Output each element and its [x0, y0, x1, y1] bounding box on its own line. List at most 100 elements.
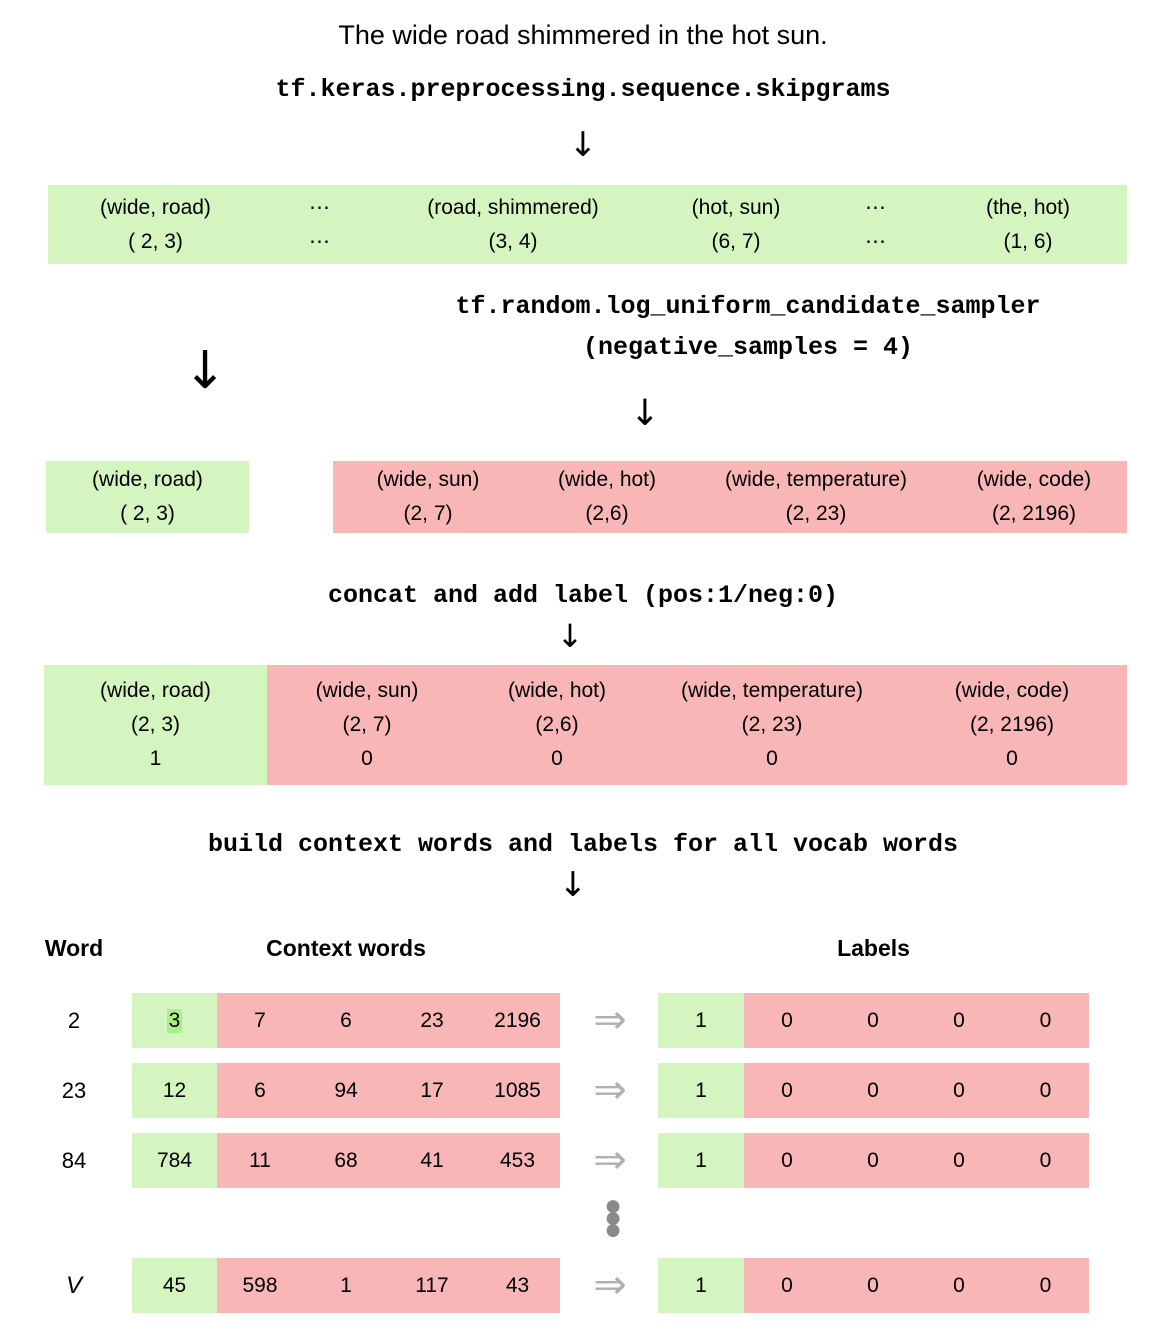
table-row-word-1: 23 — [61, 1078, 87, 1103]
table-row-labels-0: 1 0 0 0 0 — [658, 993, 1089, 1048]
pair-words: (wide, road) — [100, 195, 211, 219]
label-cell-negative: 0 — [1002, 1258, 1089, 1313]
context-cell-negative: 23 — [389, 993, 475, 1048]
pair-ids: (3, 4) — [488, 229, 538, 253]
concat-neg-ids: (2,6) — [535, 713, 579, 736]
concat-negatives-strip: (wide, sun) (2, 7) 0 (wide, hot) (2,6) 0… — [267, 665, 1127, 785]
skipgram-pair-1-ellipsis: ⋯ ⋯ — [263, 185, 378, 264]
label-cell-negative: 0 — [744, 993, 830, 1048]
label-cell-negative: 0 — [744, 1133, 830, 1188]
concat-negative-0: (wide, sun) (2, 7) 0 — [267, 665, 467, 785]
context-cell-negative: 117 — [389, 1258, 475, 1313]
context-cell-positive: 12 — [132, 1063, 217, 1118]
build-context-label: build context words and labels for all v… — [207, 830, 959, 859]
context-cell-negative: 7 — [217, 993, 303, 1048]
skipgrams-function-label: tf.keras.preprocessing.sequence.skipgram… — [275, 75, 891, 104]
positive-sample-box: (wide, road) ( 2, 3) — [46, 461, 249, 533]
concat-pos-label: 1 — [149, 747, 162, 770]
pair-words: (road, shimmered) — [427, 195, 599, 219]
vertical-ellipsis-icon: ●●● — [603, 1189, 623, 1246]
concat-neg-ids: (2, 7) — [342, 713, 392, 736]
context-cell-negative: 11 — [217, 1133, 303, 1188]
table-header-word: Word — [44, 935, 104, 961]
neg-words: (wide, sun) — [376, 468, 480, 491]
label-cell-negative: 0 — [830, 1063, 916, 1118]
label-cell-negative: 0 — [1002, 1133, 1089, 1188]
context-cell-negative: 6 — [217, 1063, 303, 1118]
ellipsis-words: ⋯ — [309, 195, 332, 219]
skipgram-pair-5: (the, hot) (1, 6) — [929, 185, 1127, 264]
label-cell-negative: 0 — [744, 1258, 830, 1313]
neg-ids: (2, 7) — [403, 502, 453, 525]
arrow-down-icon-4: ↓ — [556, 617, 584, 655]
concat-label: concat and add label (pos:1/neg:0) — [327, 581, 839, 610]
negative-samples-strip: (wide, sun) (2, 7) (wide, hot) (2,6) (wi… — [333, 461, 1127, 533]
label-cell-positive: 1 — [658, 1133, 744, 1188]
context-cell-negative: 17 — [389, 1063, 475, 1118]
label-cell-negative: 0 — [830, 1133, 916, 1188]
pair-ids: (6, 7) — [711, 229, 761, 253]
context-cell-positive: 784 — [132, 1133, 217, 1188]
table-row-context-0: 3 7 6 23 2196 — [132, 993, 560, 1048]
context-cell-negative: 68 — [303, 1133, 389, 1188]
pair-words: (hot, sun) — [691, 195, 781, 219]
table-row-labels-2: 1 0 0 0 0 — [658, 1133, 1089, 1188]
label-cell-negative: 0 — [916, 993, 1002, 1048]
neg-ids: (2, 23) — [785, 502, 847, 525]
label-cell-negative: 0 — [830, 993, 916, 1048]
concat-neg-ids: (2, 2196) — [969, 713, 1055, 736]
context-cell-negative: 94 — [303, 1063, 389, 1118]
skipgram-pairs-strip: (wide, road) ( 2, 3) ⋯ ⋯ (road, shimmere… — [48, 185, 1127, 264]
negative-sample-2: (wide, temperature) (2, 23) — [691, 461, 941, 533]
concat-negative-1: (wide, hot) (2,6) 0 — [467, 665, 647, 785]
pair-words: (the, hot) — [985, 195, 1071, 219]
double-arrow-icon-1: ⇒ — [593, 1067, 627, 1113]
label-cell-negative: 0 — [916, 1258, 1002, 1313]
concat-positive-cell: (wide, road) (2, 3) 1 — [44, 665, 267, 785]
concat-neg-ids: (2, 23) — [741, 713, 803, 736]
table-row-word-0: 2 — [67, 1008, 81, 1033]
label-cell-negative: 0 — [916, 1063, 1002, 1118]
label-cell-positive: 1 — [658, 1063, 744, 1118]
ellipsis-words: ⋯ — [865, 195, 888, 219]
neg-ids: (2,6) — [585, 502, 629, 525]
ellipsis-ids: ⋯ — [309, 229, 332, 253]
positive-sample-words: (wide, road) — [92, 468, 203, 491]
label-cell-negative: 0 — [1002, 1063, 1089, 1118]
concat-neg-label: 0 — [766, 747, 778, 770]
table-row-word-3: V — [65, 1272, 82, 1299]
ellipsis-ids: ⋯ — [865, 229, 888, 253]
table-row-context-3: 45 598 1 117 43 — [132, 1258, 560, 1313]
table-header-context: Context words — [266, 935, 426, 961]
double-arrow-icon-2: ⇒ — [593, 1137, 627, 1183]
sampler-function-label-line1: tf.random.log_uniform_candidate_sampler — [455, 292, 1041, 321]
pair-ids: (1, 6) — [1003, 229, 1053, 253]
context-cell-negative: 2196 — [475, 993, 560, 1048]
table-row-labels-1: 1 0 0 0 0 — [658, 1063, 1089, 1118]
table-header-labels: Labels — [837, 935, 910, 961]
sampler-function-label-line2: (negative_samples = 4) — [582, 333, 914, 362]
table-row-word-2: 84 — [61, 1148, 87, 1173]
concat-negative-2: (wide, temperature) (2, 23) 0 — [647, 665, 897, 785]
table-row-context-2: 784 11 68 41 453 — [132, 1133, 560, 1188]
table-row-labels-3: 1 0 0 0 0 — [658, 1258, 1089, 1313]
context-cell-negative: 598 — [217, 1258, 303, 1313]
negative-sample-1: (wide, hot) (2,6) — [523, 461, 691, 533]
context-cell-positive: 45 — [132, 1258, 217, 1313]
skipgram-pair-0: (wide, road) ( 2, 3) — [48, 185, 263, 264]
arrow-down-icon-3: ↓ — [629, 393, 661, 434]
neg-words: (wide, temperature) — [724, 468, 908, 491]
concat-negative-3: (wide, code) (2, 2196) 0 — [897, 665, 1127, 785]
arrow-down-icon-5: ↓ — [558, 865, 588, 905]
concat-neg-words: (wide, hot) — [507, 679, 607, 702]
negative-sample-0: (wide, sun) (2, 7) — [333, 461, 523, 533]
context-cell-negative: 1085 — [475, 1063, 560, 1118]
arrow-down-icon-1: ↓ — [568, 125, 598, 165]
double-arrow-icon-3: ⇒ — [593, 1262, 627, 1308]
pair-ids: ( 2, 3) — [128, 229, 183, 253]
concat-neg-label: 0 — [361, 747, 373, 770]
concat-neg-label: 0 — [551, 747, 563, 770]
concat-neg-label: 0 — [1006, 747, 1018, 770]
label-cell-negative: 0 — [744, 1063, 830, 1118]
concat-neg-words: (wide, code) — [954, 679, 1070, 702]
